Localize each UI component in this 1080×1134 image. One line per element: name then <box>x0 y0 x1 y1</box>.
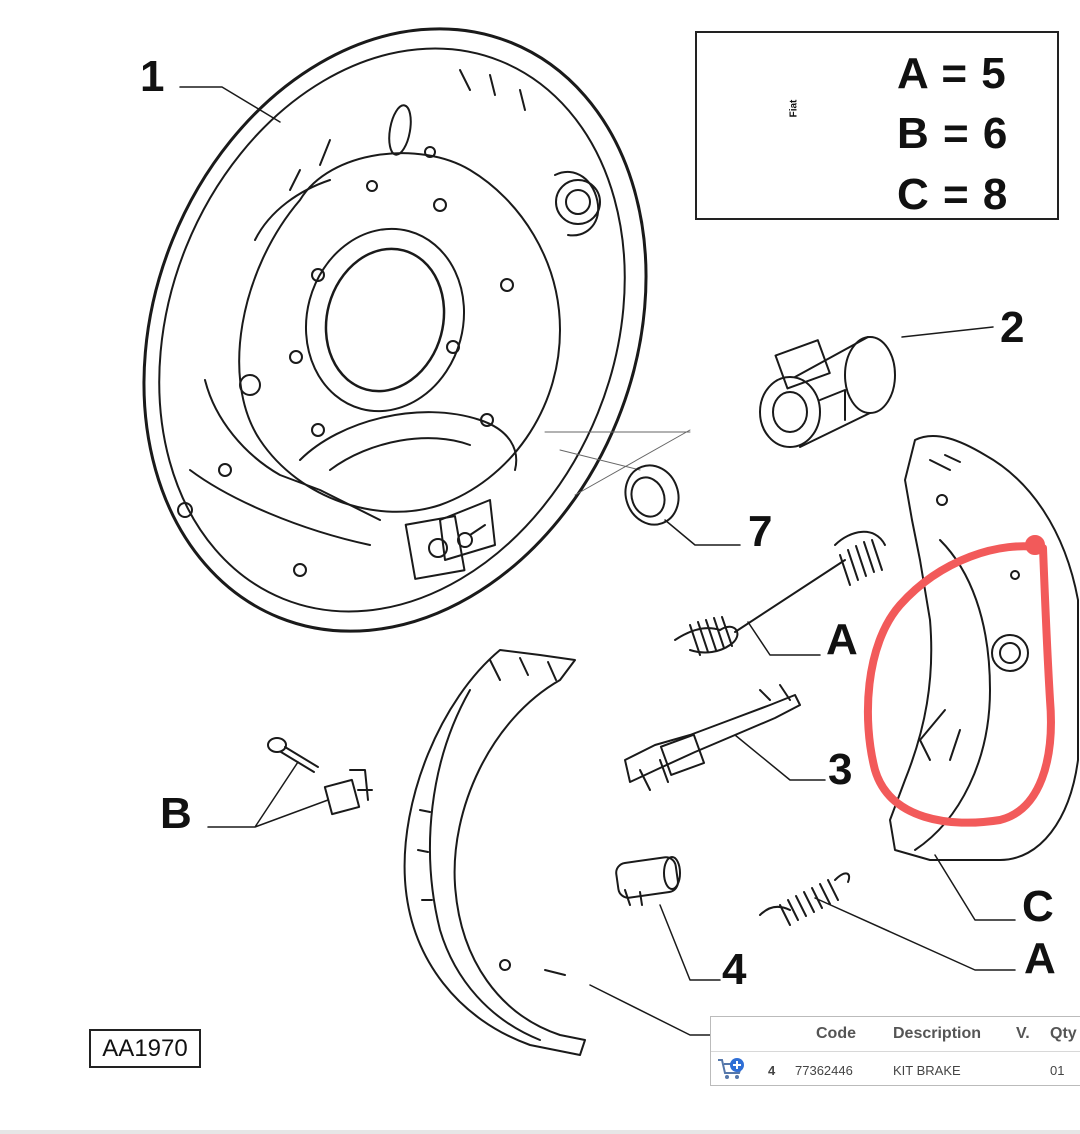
quantity-legend: A = 5 B = 6 C = 8 Fiat <box>695 31 1059 220</box>
kit-brand-label: Fiat <box>788 99 800 118</box>
drawing-code: AA1970 <box>89 1029 201 1068</box>
row-part-code: 77362446 <box>795 1063 853 1078</box>
small-cylinder-part-4 <box>615 856 681 906</box>
callout-spring-a-lower: A <box>1024 934 1056 983</box>
row-ref-number: 4 <box>768 1063 776 1078</box>
callout-part-2: 2 <box>1000 303 1025 352</box>
legend-line-c: C = 8 <box>897 170 1009 219</box>
brake-shoe-left <box>403 649 586 1056</box>
callout-c: C <box>1022 882 1054 931</box>
bottom-edge-bar <box>0 1130 1080 1134</box>
callout-part-3: 3 <box>828 745 853 794</box>
column-header-code[interactable]: Code <box>816 1025 856 1042</box>
backing-plate-part-1 <box>142 27 648 633</box>
brake-shoe-right-c <box>889 435 1079 861</box>
add-to-cart-icon[interactable] <box>717 1056 747 1082</box>
row-description: KIT BRAKE <box>893 1063 961 1078</box>
callout-part-7: 7 <box>748 507 773 556</box>
table-row[interactable]: 4 77362446 KIT BRAKE 01 <box>711 1052 1080 1087</box>
column-header-qty[interactable]: Qty <box>1050 1025 1077 1042</box>
lower-spring-a <box>759 872 851 926</box>
callout-b: B <box>160 789 192 838</box>
callout-part-4: 4 <box>722 945 747 994</box>
table-header-divider <box>711 1051 1080 1052</box>
highlight-circle <box>863 542 1055 827</box>
adjuster-part-3 <box>624 684 801 791</box>
grommet-part-7 <box>624 464 680 526</box>
wheel-cylinder-part-2 <box>759 336 896 448</box>
legend-line-b: B = 6 <box>897 109 1009 158</box>
row-qty: 01 <box>1050 1063 1065 1078</box>
column-header-description[interactable]: Description <box>893 1025 982 1042</box>
upper-spring-a <box>674 530 886 656</box>
legend-line-a: A = 5 <box>897 49 1007 98</box>
callout-spring-a-upper: A <box>826 615 858 664</box>
callout-part-1: 1 <box>140 52 165 101</box>
parts-table: Code Description V. Qty 4 77362446 KIT B… <box>710 1016 1080 1086</box>
column-header-version[interactable]: V. <box>1016 1025 1030 1042</box>
